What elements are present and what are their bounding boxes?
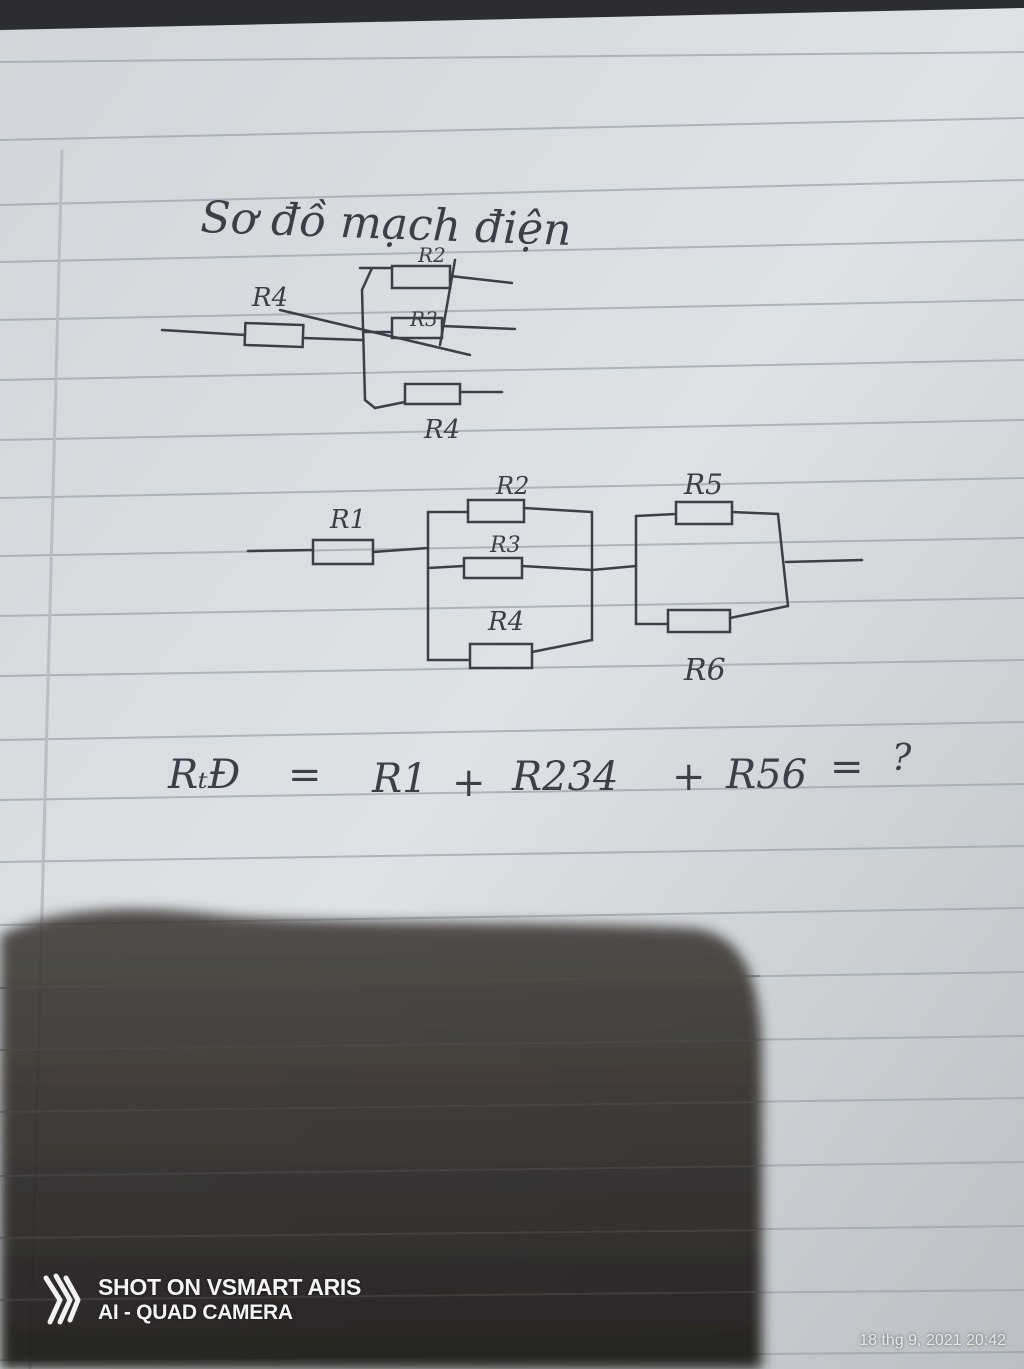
ruled-lines-in-shadow — [0, 975, 761, 1301]
top-label-r4-left: R4 — [251, 283, 288, 313]
formula-plus-1: + — [452, 760, 486, 806]
top-label-r2: R2 — [417, 243, 446, 267]
vsmart-logo-icon — [43, 1273, 81, 1325]
formula-equals-1: = — [288, 752, 322, 798]
hand-shadow — [0, 909, 762, 1369]
camera-watermark: SHOT ON VSMART ARIS AI - QUAD CAMERA — [40, 1268, 361, 1332]
formula-plus-2: + — [672, 754, 706, 800]
bottom-label-r4: R4 — [487, 607, 524, 637]
top-label-r4-bottom: R4 — [423, 415, 460, 445]
top-label-r3: R3 — [409, 307, 438, 331]
bottom-label-r2: R2 — [495, 472, 529, 500]
formula-result: ? — [892, 738, 912, 779]
bottom-label-r6: R6 — [683, 653, 726, 688]
watermark-line-2: AI - QUAD CAMERA — [98, 1301, 293, 1324]
formula-lhs: RₜĐ — [167, 752, 240, 798]
circuit-diagram-top — [160, 258, 517, 410]
bottom-label-r5: R5 — [683, 468, 723, 501]
bottom-label-r1: R1 — [329, 505, 366, 535]
watermark-text: SHOT ON VSMART ARIS AI - QUAD CAMERA — [98, 1274, 361, 1326]
formula-term-r1: R1 — [371, 756, 428, 802]
formula-term-r234: R234 — [511, 754, 618, 800]
formula-equals-2: = — [830, 744, 864, 790]
formula: RₜĐ = R1 + R234 + R56 = ? — [167, 738, 912, 806]
bottom-label-r3: R3 — [489, 533, 521, 558]
photo-timestamp: 18 thg 9, 2021 20:42 — [859, 1332, 1006, 1349]
circuit-diagram-bottom — [246, 498, 864, 670]
formula-term-r56: R56 — [725, 752, 807, 798]
watermark-line-1: SHOT ON VSMART ARIS — [98, 1274, 362, 1300]
